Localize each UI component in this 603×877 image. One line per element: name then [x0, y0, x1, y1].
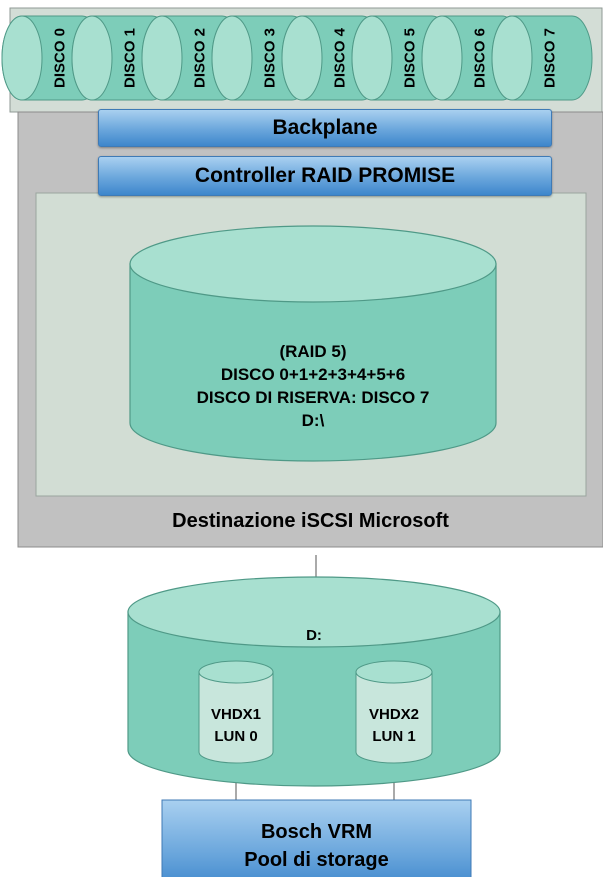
controller-bar: Controller RAID PROMISE — [98, 156, 552, 196]
backplane-label: Backplane — [272, 116, 378, 139]
drive-d-cylinder — [127, 576, 501, 787]
disk-label-2: DISCO 2 — [191, 27, 209, 89]
vhdx1-cylinder — [198, 660, 274, 764]
vhdx2-lun: LUN 1 — [372, 728, 416, 745]
raid-volume-text: (RAID 5) DISCO 0+1+2+3+4+5+6 DISCO DI RI… — [130, 340, 496, 432]
vhdx2-cylinder — [355, 660, 433, 764]
disk-label-0: DISCO 0 — [51, 27, 69, 89]
storage-pool-text: Bosch VRM Pool di storage — [162, 818, 471, 874]
raid-spare: DISCO DI RISERVA: DISCO 7 — [196, 388, 430, 407]
disk-label-1: DISCO 1 — [121, 27, 139, 89]
raid-disks: DISCO 0+1+2+3+4+5+6 — [220, 365, 406, 384]
vhdx2-text: VHDX2 LUN 1 — [350, 704, 438, 748]
raid-level: (RAID 5) — [279, 342, 347, 361]
drive-d-label: D: — [306, 627, 322, 644]
storage-pool-line1: Bosch VRM — [260, 821, 373, 843]
vhdx1-lun: LUN 0 — [214, 728, 258, 745]
backplane-bar: Backplane — [98, 109, 552, 147]
storage-pool-line2: Pool di storage — [244, 849, 389, 871]
controller-label: Controller RAID PROMISE — [194, 164, 456, 187]
vhdx2-name: VHDX2 — [368, 706, 420, 723]
disk-label-6: DISCO 6 — [471, 27, 489, 89]
vhdx1-name: VHDX1 — [210, 706, 262, 723]
raid-cylinder — [129, 225, 497, 462]
storage-pool-box — [161, 799, 472, 877]
disk-label-7: DISCO 7 — [541, 27, 559, 89]
iscsi-target-label: Destinazione iSCSI Microsoft — [172, 510, 449, 532]
disk-label-4: DISCO 4 — [331, 27, 349, 89]
disk-cylinder-7 — [491, 15, 593, 101]
disk-label-3: DISCO 3 — [261, 27, 279, 89]
raid-drive: D:\ — [301, 411, 325, 430]
disk-label-5: DISCO 5 — [401, 27, 419, 89]
vhdx1-text: VHDX1 LUN 0 — [192, 704, 280, 748]
